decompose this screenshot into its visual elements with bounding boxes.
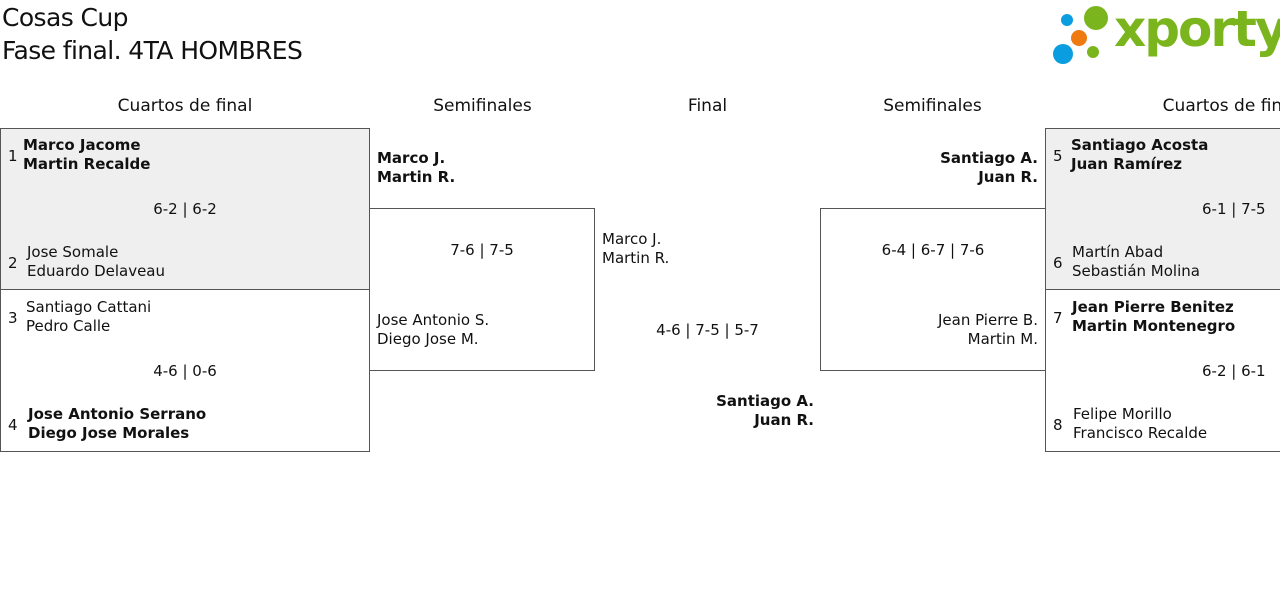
player-name: Jean Pierre Benitez (1072, 298, 1234, 316)
player-name: Marco J. (602, 230, 662, 248)
seed-number: 1 (8, 147, 18, 165)
round-header-left-semifinals: Semifinales (433, 96, 532, 116)
quarterfinal-match-3[interactable]: 5 Santiago Acosta Juan Ramírez 6-1 | 7-5… (1045, 128, 1280, 290)
match-score: 7-6 | 7-5 (450, 241, 514, 259)
semifinal-left-team-top: Marco J. Martin R. (377, 149, 455, 187)
player-name: Jean Pierre B. (937, 311, 1038, 329)
final-team-bottom: Santiago A. Juan R. (595, 392, 814, 430)
quarterfinal-match-4[interactable]: 7 Jean Pierre Benitez Martin Montenegro … (1045, 289, 1280, 452)
match-score: 6-4 | 6-7 | 7-6 (881, 241, 985, 259)
player-name: Martín Abad (1072, 243, 1164, 261)
player-name: Juan R. (754, 411, 814, 429)
logo-dots-icon (1053, 6, 1108, 64)
player-name: Marco J. (377, 149, 446, 167)
seed-number: 2 (8, 254, 18, 272)
player-name: Martin M. (967, 330, 1038, 348)
round-header-left-quarterfinals: Cuartos de final (117, 96, 253, 116)
round-header-right-quarterfinals: Cuartos de final (1162, 96, 1280, 116)
quarterfinal-match-2[interactable]: 3 Santiago Cattani Pedro Calle 4-6 | 0-6… (0, 289, 370, 452)
player-name: Francisco Recalde (1073, 424, 1208, 442)
team-entry: Martín Abad Sebastián Molina (1072, 243, 1200, 281)
semifinal-left-match[interactable]: 7-6 | 7-5 Jose Antonio S. Diego Jose M. (369, 208, 595, 371)
team-entry: Santiago Cattani Pedro Calle (26, 298, 151, 336)
player-name: Diego Jose Morales (28, 424, 190, 442)
player-name: Martin R. (377, 168, 456, 186)
team-entry: Felipe Morillo Francisco Recalde (1073, 405, 1207, 443)
player-name: Juan Ramírez (1071, 155, 1183, 173)
final-team-top: Marco J. Martin R. (602, 230, 669, 268)
phase-title: Fase final. 4TA HOMBRES (2, 36, 303, 65)
player-name: Santiago A. (940, 149, 1038, 167)
player-name: Felipe Morillo (1073, 405, 1172, 423)
team-entry: Santiago Acosta Juan Ramírez (1071, 136, 1208, 174)
seed-number: 7 (1053, 309, 1063, 327)
seed-number: 8 (1053, 416, 1063, 434)
xporty-logo[interactable]: xporty (1050, 2, 1280, 72)
seed-number: 3 (8, 309, 18, 327)
match-score: 4-6 | 0-6 (153, 362, 217, 380)
tournament-title: Cosas Cup (2, 3, 128, 32)
player-name: Marco Jacome (23, 136, 141, 154)
round-header-right-semifinals: Semifinales (883, 96, 982, 116)
team-entry: Jose Antonio Serrano Diego Jose Morales (28, 405, 206, 443)
final-score: 4-6 | 7-5 | 5-7 (656, 321, 759, 339)
player-name: Juan R. (978, 168, 1038, 186)
player-name: Sebastián Molina (1072, 262, 1200, 280)
player-name: Martin R. (602, 249, 670, 267)
player-name: Martin Recalde (23, 155, 151, 173)
team-entry: Jean Pierre B. Martin M. (821, 311, 1038, 349)
match-score: 6-2 | 6-1 (1202, 362, 1266, 380)
player-name: Martin Montenegro (1072, 317, 1236, 335)
seed-number: 5 (1053, 147, 1063, 165)
team-entry: Jose Somale Eduardo Delaveau (27, 243, 165, 281)
player-name: Santiago Cattani (26, 298, 152, 316)
player-name: Jose Somale (27, 243, 119, 261)
player-name: Jose Antonio S. (377, 311, 490, 329)
player-name: Jose Antonio Serrano (28, 405, 207, 423)
seed-number: 4 (8, 416, 18, 434)
logo-text: xporty (1114, 0, 1280, 58)
player-name: Pedro Calle (26, 317, 111, 335)
match-score: 6-2 | 6-2 (153, 200, 217, 218)
team-entry: Marco Jacome Martin Recalde (23, 136, 150, 174)
player-name: Santiago A. (716, 392, 814, 410)
player-name: Santiago Acosta (1071, 136, 1209, 154)
seed-number: 6 (1053, 254, 1063, 272)
team-entry: Jean Pierre Benitez Martin Montenegro (1072, 298, 1235, 336)
match-score: 6-1 | 7-5 (1202, 200, 1266, 218)
semifinal-right-team-top: Santiago A. Juan R. (820, 149, 1038, 187)
quarterfinal-match-1[interactable]: 1 Marco Jacome Martin Recalde 6-2 | 6-2 … (0, 128, 370, 290)
player-name: Diego Jose M. (377, 330, 479, 348)
semifinal-right-match[interactable]: 6-4 | 6-7 | 7-6 Jean Pierre B. Martin M. (820, 208, 1046, 371)
player-name: Eduardo Delaveau (27, 262, 166, 280)
team-entry: Jose Antonio S. Diego Jose M. (377, 311, 489, 349)
round-header-final: Final (687, 96, 728, 116)
